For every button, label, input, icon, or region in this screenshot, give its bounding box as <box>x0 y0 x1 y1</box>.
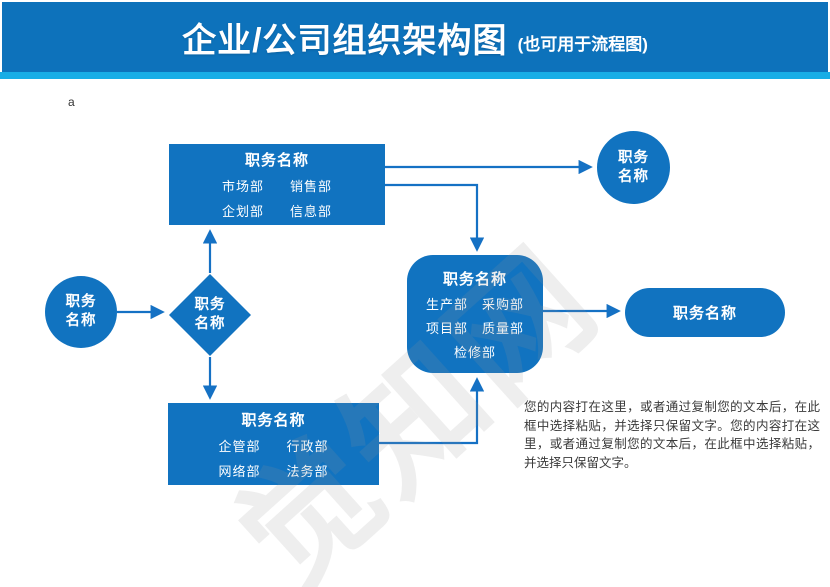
dept-row: 检修部 <box>407 342 543 361</box>
node-right-pill-label: 职务名称 <box>672 305 737 322</box>
dept-label: 网络部 <box>218 463 261 479</box>
dept-label: 项目部 <box>425 320 468 336</box>
dept-label: 采购部 <box>482 296 525 312</box>
page-title: 企业/公司组织架构图 <box>182 21 508 60</box>
node-diamond-label: 职务 名称 <box>194 297 226 332</box>
header-accent-strip <box>0 72 830 79</box>
node-rounded-rect: 职务名称 生产部 采购部 项目部 质量部 检修部 <box>407 255 543 373</box>
placeholder-paragraph: 您的内容打在这里，或者通过复制您的文本后，在此框中选择粘贴，并选择只保留文字。您… <box>524 400 820 470</box>
node-diamond: 职务 名称 <box>168 273 252 357</box>
dept-label: 生产部 <box>425 296 468 312</box>
dept-label: 企划部 <box>221 204 264 219</box>
dept-label: 市场部 <box>221 179 264 194</box>
node-top-right-circle: 职务 名称 <box>597 131 670 204</box>
node-left-circle: 职务 名称 <box>45 276 117 348</box>
node-left-circle-label: 职务 名称 <box>65 294 97 329</box>
diagram-canvas: a 职务 名称 职务 名称 职务名称 市场部 销售部 企划部 <box>0 79 830 587</box>
dept-row: 企划部 信息部 <box>169 201 385 220</box>
node-top-rect: 职务名称 市场部 销售部 企划部 信息部 <box>169 144 385 225</box>
node-bottom-rect-title: 职务名称 <box>241 411 306 429</box>
dept-label: 信息部 <box>290 204 333 219</box>
header-banner: 企业/公司组织架构图 (也可用于流程图) <box>2 2 828 72</box>
dept-row: 市场部 销售部 <box>169 176 385 195</box>
node-top-rect-title: 职务名称 <box>244 152 309 169</box>
dept-label: 法务部 <box>286 463 329 479</box>
dept-label: 行政部 <box>286 438 329 454</box>
node-bottom-rect: 职务名称 企管部 行政部 网络部 法务部 <box>168 403 379 485</box>
dept-row: 企管部 行政部 <box>168 436 379 455</box>
node-top-right-circle-label: 职务 名称 <box>618 149 649 185</box>
dept-label: 销售部 <box>290 179 333 194</box>
node-rounded-rect-title: 职务名称 <box>442 270 507 288</box>
stray-text: a <box>68 95 75 109</box>
dept-label: 检修部 <box>453 344 496 360</box>
connector-arrows <box>117 159 621 445</box>
dept-row: 网络部 法务部 <box>168 461 379 480</box>
dept-row: 生产部 采购部 <box>407 294 543 313</box>
dept-row: 项目部 质量部 <box>407 318 543 337</box>
page-subtitle: (也可用于流程图) <box>517 34 648 54</box>
node-right-pill: 职务名称 <box>625 288 785 337</box>
dept-label: 质量部 <box>482 320 525 336</box>
dept-label: 企管部 <box>218 438 261 454</box>
